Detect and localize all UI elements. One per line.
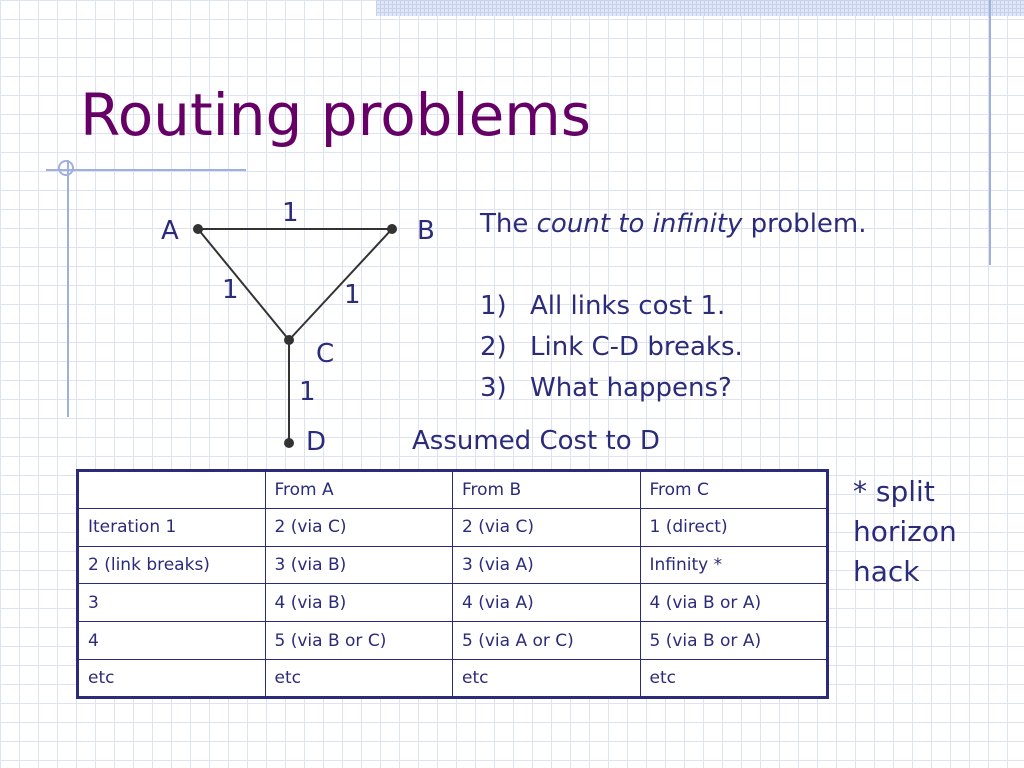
table-cell: etc [264, 659, 453, 698]
node-label-c: C [316, 339, 334, 369]
table-cell: etc [452, 659, 641, 698]
edge-cost-a-b: 1 [282, 198, 299, 228]
node-a [193, 224, 203, 234]
table-header-cell: From B [452, 470, 641, 509]
node-c [284, 335, 294, 345]
slide-title: Routing problems [80, 81, 592, 149]
edge-cost-a-c: 1 [222, 275, 239, 305]
table-header-cell: From A [264, 470, 453, 509]
table-cell: 4 (via A) [452, 583, 641, 623]
table-header-cell: From C [639, 470, 828, 509]
table-cell: 5 (via B or A) [639, 621, 828, 661]
crosshair-icon [58, 160, 74, 176]
step-number: 2) [480, 332, 507, 362]
top-decorative-band [376, 0, 1024, 16]
table-cell: etc [77, 659, 266, 698]
problem-steps: 1) All links cost 1. 2) Link C-D breaks. 3… [480, 286, 867, 409]
step-item: 3) What happens? [480, 368, 867, 409]
table-cell: 1 (direct) [639, 507, 828, 547]
table-row: etc etc etc etc [77, 659, 828, 698]
table-cell: Infinity * [639, 545, 828, 585]
cost-table: From A From B From C Iteration 1 2 (via … [76, 469, 829, 699]
step-number: 3) [480, 373, 507, 403]
table-cell: 3 (via A) [452, 545, 641, 585]
intro-prefix: The [480, 209, 537, 239]
step-text: All links cost 1. [530, 291, 726, 321]
node-label-b: B [417, 216, 435, 246]
intro-suffix: problem. [742, 209, 867, 239]
table-row: 4 5 (via B or C) 5 (via A or C) 5 (via B… [77, 621, 828, 661]
table-cell: 4 (via B or A) [639, 583, 828, 623]
node-label-d: D [306, 427, 326, 457]
table-cell: 5 (via B or C) [264, 621, 453, 661]
step-text: What happens? [530, 373, 732, 403]
node-label-a: A [161, 216, 179, 246]
table-cell: 3 (via B) [264, 545, 453, 585]
problem-intro: The count to infinity problem. [480, 204, 867, 245]
edge-a-c [197, 228, 290, 341]
problem-description: The count to infinity problem. 1) All lin… [480, 204, 867, 409]
table-row: 3 4 (via B) 4 (via A) 4 (via B or A) [77, 583, 828, 623]
decorative-horizontal-line [46, 169, 246, 171]
table-cell: 3 [77, 583, 266, 623]
step-item: 2) Link C-D breaks. [480, 327, 867, 368]
table-cell: 2 (link breaks) [77, 545, 266, 585]
decorative-vertical-line-left [67, 160, 69, 417]
edge-cost-c-d: 1 [299, 377, 316, 407]
intro-emphasis: count to infinity [536, 209, 743, 239]
node-b [387, 224, 397, 234]
table-cell: 4 (via B) [264, 583, 453, 623]
split-horizon-note: * split horizon hack [853, 475, 957, 588]
step-text: Link C-D breaks. [530, 332, 743, 362]
table-row: Iteration 1 2 (via C) 2 (via C) 1 (direc… [77, 507, 828, 547]
edge-cost-b-c: 1 [344, 280, 361, 310]
table-header-row: From A From B From C [77, 470, 828, 509]
table-cell: 2 (via C) [264, 507, 453, 547]
decorative-vertical-line-right [989, 0, 991, 265]
table-header-cell [77, 470, 266, 509]
table-caption: Assumed Cost to D [412, 426, 660, 456]
table-cell: Iteration 1 [77, 507, 266, 547]
step-item: 1) All links cost 1. [480, 286, 867, 327]
table-cell: 5 (via A or C) [452, 621, 641, 661]
step-number: 1) [480, 291, 507, 321]
node-d [284, 438, 294, 448]
table-row: 2 (link breaks) 3 (via B) 3 (via A) Infi… [77, 545, 828, 585]
table-cell: etc [639, 659, 828, 698]
edge-b-c [288, 228, 393, 341]
table-cell: 2 (via C) [452, 507, 641, 547]
table-cell: 4 [77, 621, 266, 661]
